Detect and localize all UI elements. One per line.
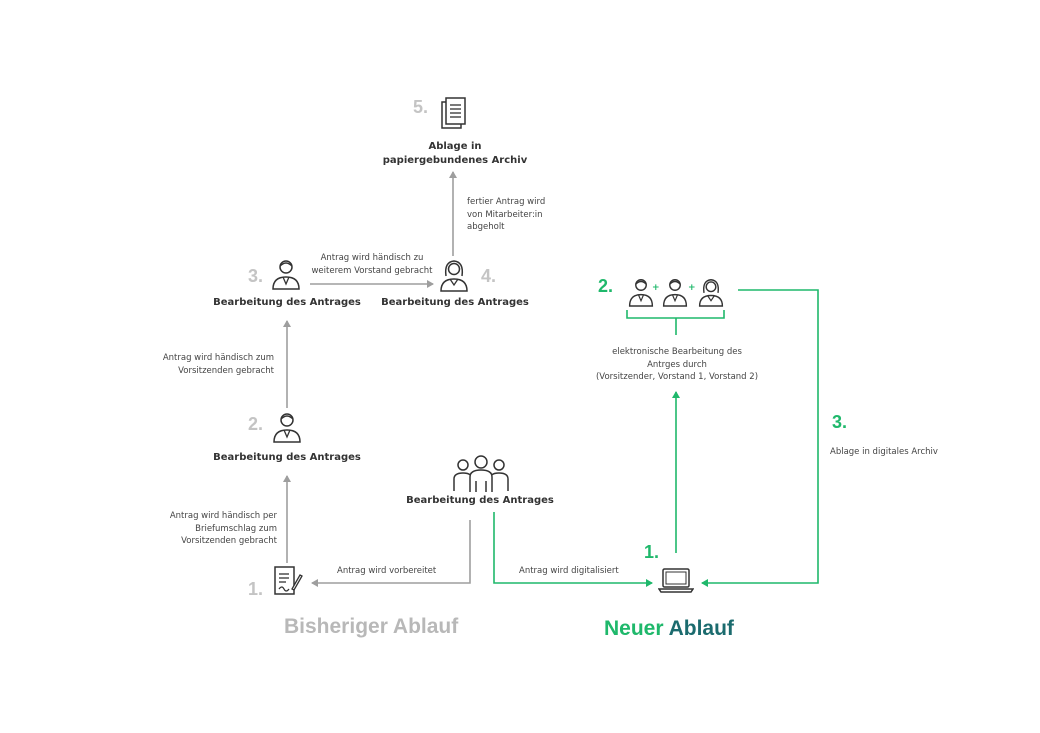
person-icon — [628, 279, 654, 307]
group-icon — [453, 455, 509, 492]
note-to-board-line1: Antrag wird händisch zu — [320, 253, 424, 263]
plus-sign-2: + — [688, 283, 696, 293]
note-prepared: Antrag wird vorbereitet — [337, 566, 437, 576]
note-envelope-line1: Antrag wird händisch per — [169, 511, 277, 521]
note-electronic: elektronische Bearbeitung des Antrges du… — [565, 346, 789, 384]
laptop-icon — [658, 568, 694, 593]
new-step3-number: 3. — [832, 412, 848, 432]
new-flow-title: Neuer Ablauf — [604, 617, 734, 641]
old-step2-number: 2. — [248, 414, 264, 434]
note-electronic-line1: elektronische Bearbeitung des — [612, 347, 742, 357]
document-pen-icon — [274, 566, 303, 595]
arrow-start-to-step1 — [311, 520, 471, 587]
old-step1-number: 1. — [248, 579, 264, 599]
note-digitalized: Antrag wird digitalisiert — [519, 566, 619, 576]
note-envelope-line3: Vorsitzenden gebracht — [181, 536, 277, 546]
old-flow-title: Bisheriger Ablauf — [284, 615, 459, 638]
note-to-board: Antrag wird händisch zu weiterem Vorstan… — [306, 252, 438, 277]
person-icon — [273, 413, 301, 443]
old-step5-label: Ablage in papiergebundenes Archiv — [375, 140, 535, 168]
new-step1-number: 1. — [644, 542, 660, 562]
person-icon — [272, 260, 300, 290]
documents-icon — [441, 97, 466, 129]
start-label: Bearbeitung des Antrages — [406, 495, 554, 506]
note-picked-up-line3: abgeholt — [467, 222, 505, 232]
old-step4-label: Bearbeitung des Antrages — [381, 297, 529, 308]
person-icon — [662, 279, 688, 307]
note-envelope-line2: Briefumschlag zum — [195, 523, 277, 534]
note-to-board-line2: weiterem Vorstand gebracht — [311, 265, 433, 276]
note-to-chair: Antrag wird händisch zum Vorsitzenden ge… — [140, 352, 274, 377]
note-picked-up-line1: fertier Antrag wird — [467, 197, 546, 207]
arrow-step2-to-archive — [701, 289, 819, 587]
note-electronic-line2: Antrges durch — [647, 359, 707, 370]
old-step3-number: 3. — [248, 266, 264, 286]
note-to-chair-line2: Vorsitzenden gebracht — [178, 365, 274, 376]
note-to-chair-line1: Antrag wird händisch zum — [162, 353, 274, 363]
new-flow-title-part2: Ablauf — [668, 617, 734, 640]
bracket-step2 — [626, 310, 725, 319]
old-step5-number: 5. — [413, 97, 429, 117]
old-step2-label: Bearbeitung des Antrages — [213, 452, 361, 463]
old-step4-number: 4. — [481, 266, 497, 286]
woman-icon — [440, 260, 468, 292]
note-envelope: Antrag wird händisch per Briefumschlag z… — [140, 510, 277, 548]
note-picked-up-line2: von Mitarbeiter:in — [467, 209, 543, 220]
old-step3-label: Bearbeitung des Antrages — [213, 297, 361, 308]
arrow-start-to-laptop — [493, 512, 653, 587]
new-step2-number: 2. — [598, 276, 614, 296]
note-electronic-line3: (Vorsitzender, Vorstand 1, Vorstand 2) — [595, 372, 759, 382]
old-step5-label-line1: Ablage in — [428, 141, 482, 152]
new-step3-label: Ablage in digitales Archiv — [830, 447, 938, 457]
note-picked-up: fertier Antrag wird von Mitarbeiter:in a… — [467, 196, 545, 234]
new-flow-title-part1: Neuer — [604, 617, 664, 640]
old-step5-label-line2: papiergebundenes Archiv — [382, 155, 528, 166]
plus-sign-1: + — [652, 283, 660, 293]
woman-icon — [698, 279, 724, 307]
